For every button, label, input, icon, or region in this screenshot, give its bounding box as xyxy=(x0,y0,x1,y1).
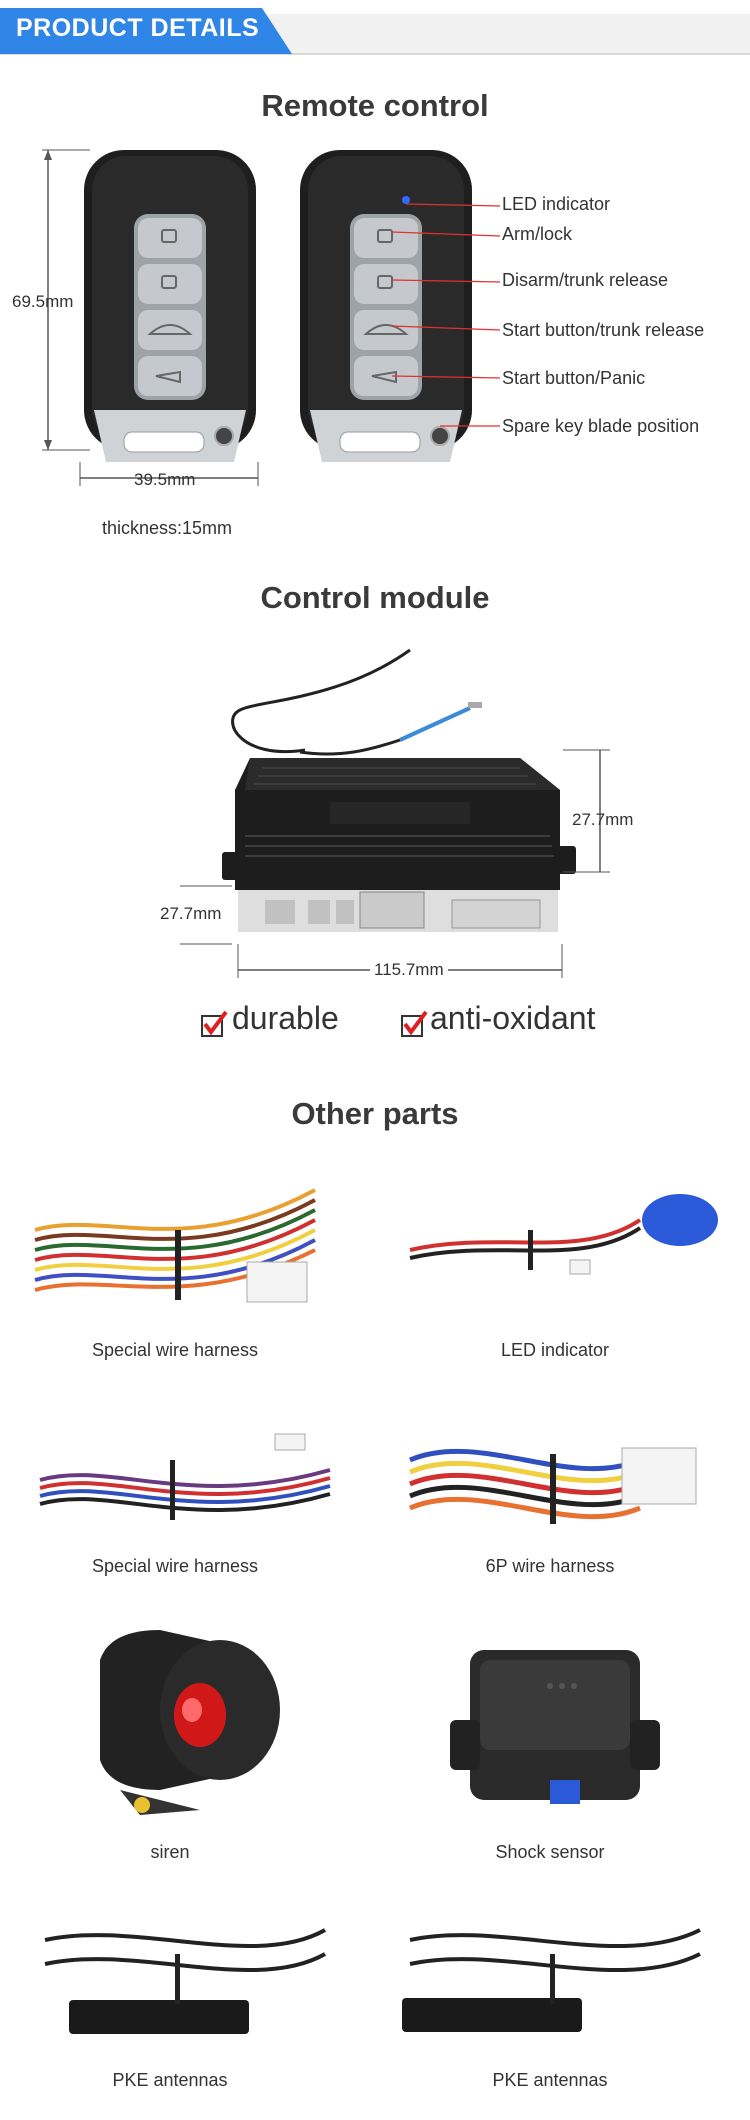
callout-start-panic: Start button/Panic xyxy=(502,368,646,388)
check-icon xyxy=(201,1010,228,1037)
remote-fobs-image xyxy=(42,149,501,486)
header-banner: PRODUCT DETAILS xyxy=(0,0,750,56)
part-label-5: siren xyxy=(150,1842,190,1862)
parts-section-title: Other parts xyxy=(291,1096,459,1131)
part-label-7: PKE antennas xyxy=(112,2070,228,2090)
part-image-6p-harness xyxy=(409,1447,697,1524)
part-label-2: LED indicator xyxy=(500,1340,610,1360)
remote-thickness: thickness:15mm xyxy=(102,518,233,538)
remote-width-dim: 39.5mm xyxy=(134,470,196,489)
feature-anti-oxidant: anti-oxidant xyxy=(430,1000,596,1036)
part-image-siren xyxy=(100,1630,280,1815)
part-label-8: PKE antennas xyxy=(492,2070,608,2090)
check-icon xyxy=(401,1010,428,1037)
module-section-title: Control module xyxy=(260,580,490,615)
banner-shape xyxy=(0,8,750,55)
remote-section-title: Remote control xyxy=(261,88,489,123)
part-image-wire-harness-2 xyxy=(39,1433,331,1520)
module-height-dim-right: 27.7mm xyxy=(572,810,634,829)
part-label-1: Special wire harness xyxy=(91,1340,259,1360)
control-module-image xyxy=(180,648,610,978)
feature-durable: durable xyxy=(232,1000,339,1036)
callout-spare-key: Spare key blade position xyxy=(502,416,700,436)
page-title: PRODUCT DETAILS xyxy=(16,14,260,42)
part-image-shock-sensor xyxy=(450,1650,660,1804)
callout-arm-lock: Arm/lock xyxy=(502,224,573,244)
part-label-4: 6P wire harness xyxy=(485,1556,615,1576)
part-image-pke-antenna-2 xyxy=(402,1928,701,2032)
part-label-3: Special wire harness xyxy=(91,1556,259,1576)
part-label-6: Shock sensor xyxy=(495,1842,605,1862)
module-width-dim: 115.7mm xyxy=(370,960,448,980)
callout-disarm: Disarm/trunk release xyxy=(502,270,669,290)
part-image-led-indicator xyxy=(409,1194,718,1275)
module-height-dim-left: 27.7mm xyxy=(160,904,222,923)
callout-start-trunk: Start button/trunk release xyxy=(502,320,705,340)
part-image-wire-harness xyxy=(34,1188,316,1303)
callout-led-indicator: LED indicator xyxy=(502,194,611,214)
remote-height-dim: 69.5mm xyxy=(12,292,74,311)
part-image-pke-antenna-1 xyxy=(44,1928,326,2034)
